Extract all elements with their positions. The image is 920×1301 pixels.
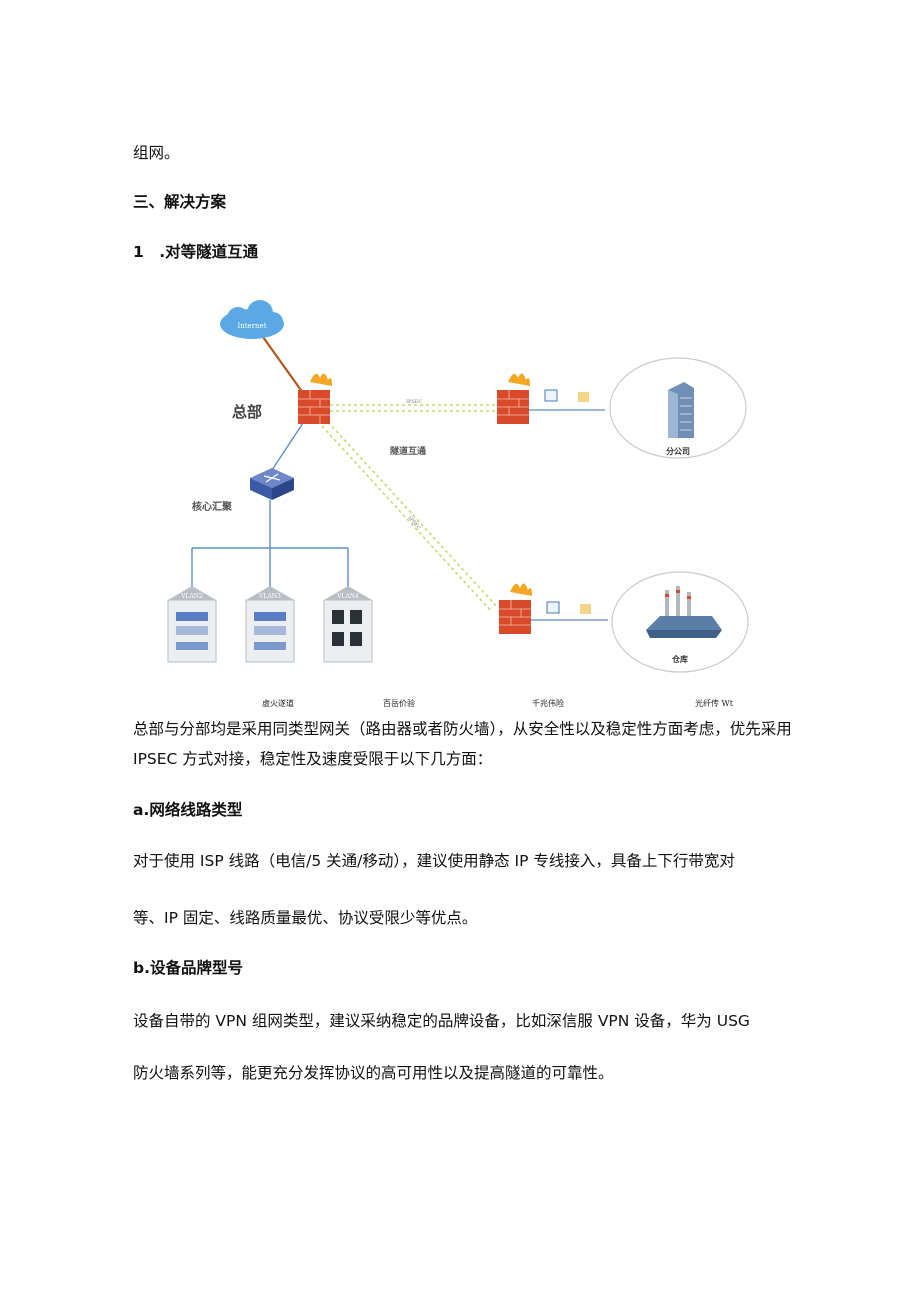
paragraph-b-line1: 设备自带的 VPN 组网类型，建议采纳稳定的品牌设备，比如深信服 VPN 设备，… xyxy=(133,1012,750,1030)
office-building-icon xyxy=(668,382,694,438)
branch-label: 分公司 xyxy=(666,446,690,456)
legend-item-4: 光纤传 Wt xyxy=(695,699,733,708)
warehouse-firewall-icon xyxy=(499,583,532,634)
warehouse-label: 仓库 xyxy=(671,654,688,664)
branch-firewall-icon xyxy=(497,373,530,424)
warehouse-monitor-icon xyxy=(546,601,560,614)
tunnel-hq-branch xyxy=(330,404,495,412)
legend-item-2: 百岳价验 xyxy=(383,699,415,708)
branch-folder-icon xyxy=(578,392,589,402)
vlan2-label: VLAN2 xyxy=(180,593,203,600)
core-label: 核心汇聚 xyxy=(192,500,233,513)
legend-item-3: 千兆伟险 xyxy=(532,699,564,708)
hq-firewall-icon xyxy=(298,373,332,424)
paragraph-a-line2: 等、IP 固定、线路质量最优、协议受限少等优点。 xyxy=(133,909,478,927)
vlan2-rack xyxy=(167,586,217,663)
warehouse-folder-icon xyxy=(580,604,591,614)
vlan3-label: VLAN3 xyxy=(258,593,281,600)
ipsec-diagonal-label: IPSEC xyxy=(407,515,422,531)
internet-link xyxy=(257,329,309,401)
hq-label: 总部 xyxy=(232,403,262,421)
network-topology-diagram: Internet 总部 xyxy=(167,300,749,673)
paragraph-b-line2: 防火墙系列等，能更充分发挥协议的高可用性以及提高隧道的可靠性。 xyxy=(133,1064,614,1082)
heading-a: a.网络线路类型 xyxy=(133,801,243,819)
internet-cloud-icon xyxy=(220,300,284,339)
legend-item-1: 虚火遂道 xyxy=(262,699,294,708)
heading-b: b.设备品牌型号 xyxy=(133,959,243,977)
vlan4-label: VLAN4 xyxy=(336,593,359,600)
ipsec-top-label: IPSEC xyxy=(406,399,422,405)
paragraph-a-line1: 对于使用 ISP 线路（电信/5 关通/移动），建议使用静态 IP 专线接入，具… xyxy=(133,852,735,870)
tunnel-label: 隧道互通 xyxy=(390,445,426,457)
intro-line: 组网。 xyxy=(133,144,180,162)
cloud-label: Internet xyxy=(237,322,266,330)
factory-icon xyxy=(646,586,722,638)
subsection-heading-1: 1 .对等隧道互通 xyxy=(133,243,259,261)
branch-monitor-icon xyxy=(544,389,558,402)
section-heading-3: 三、解决方案 xyxy=(133,193,227,211)
vlan3-rack xyxy=(245,586,295,663)
vlan4-rack xyxy=(323,586,373,663)
main-paragraph: 总部与分部均是采用同类型网关（路由器或者防火墙），从安全性以及稳定性方面考虑，优… xyxy=(133,720,792,768)
hq-core-link xyxy=(271,419,306,471)
core-switch-icon xyxy=(250,468,294,500)
